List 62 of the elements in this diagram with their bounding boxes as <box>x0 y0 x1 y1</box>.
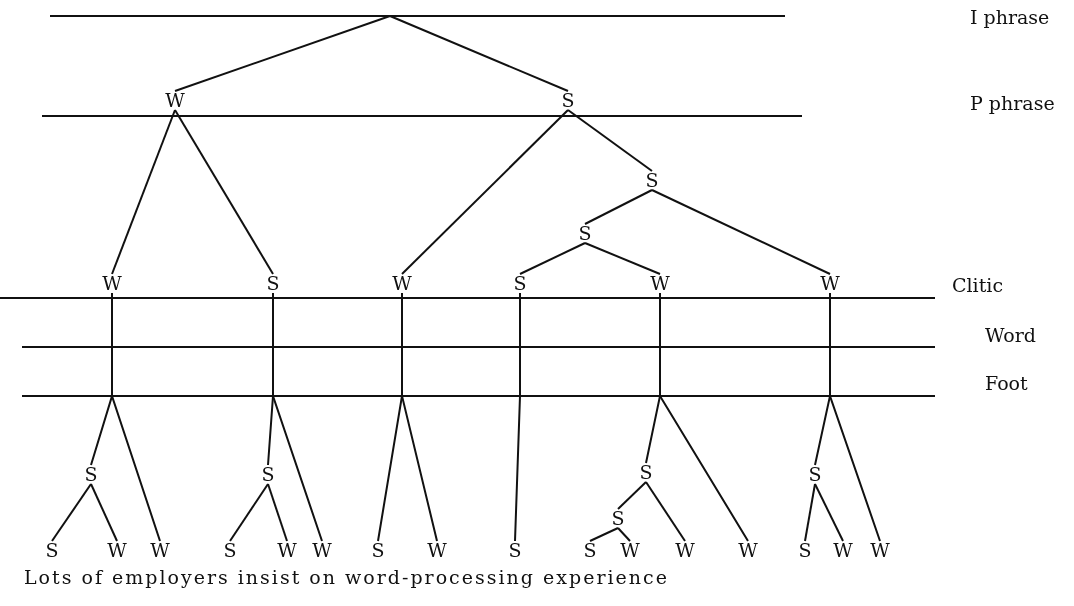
tree-node-label: S <box>580 540 600 560</box>
tree-node-label: W <box>392 273 412 293</box>
tree-branch <box>651 189 831 275</box>
tree-branch <box>514 292 521 542</box>
tree-node-label: W <box>107 540 127 560</box>
tree-node-label: W <box>102 273 122 293</box>
tree-node-label: S <box>805 464 825 484</box>
tree-branch <box>401 109 569 275</box>
level-name: Clitic <box>952 274 1004 296</box>
tree-branch <box>51 483 92 542</box>
tree-node-label: S <box>220 540 240 560</box>
tree-node-label: S <box>636 462 656 482</box>
tree-branch <box>584 242 661 275</box>
tree-node-label: W <box>427 540 447 560</box>
level-name: Foot <box>985 372 1028 394</box>
tree-branch <box>829 292 881 542</box>
example-sentence: Lots of employers insist on word-processing experience <box>24 566 669 588</box>
tree-branch <box>111 109 176 275</box>
tree-branch <box>174 109 274 275</box>
tree-node-label: W <box>675 540 695 560</box>
tree-node-label: W <box>277 540 297 560</box>
tree-branch <box>272 292 323 542</box>
tree-branch <box>111 292 161 542</box>
tree-node-label: W <box>820 273 840 293</box>
tree-branch <box>90 483 118 542</box>
tree-node-label: W <box>650 273 670 293</box>
tree-branch <box>589 527 619 542</box>
tree-node-label: W <box>150 540 170 560</box>
tree-node-label: S <box>510 273 530 293</box>
tree-node-label: W <box>165 90 185 110</box>
tree-node-label: S <box>608 508 628 528</box>
tree-node-label: W <box>870 540 890 560</box>
tree-node-label: S <box>505 540 525 560</box>
level-name: Word <box>985 324 1036 346</box>
tree-node-label: S <box>558 90 578 110</box>
tree-branch <box>617 481 647 510</box>
tree-node-label: W <box>738 540 758 560</box>
tree-branch <box>645 481 686 542</box>
level-name: I phrase <box>970 6 1050 28</box>
tree-node-label: S <box>642 170 662 190</box>
tree-node-label: W <box>833 540 853 560</box>
tree-node-label: W <box>620 540 640 560</box>
tree-branch <box>267 483 288 542</box>
tree-branch <box>401 292 438 542</box>
tree-branch <box>804 483 816 542</box>
tree-branch <box>617 527 631 542</box>
tree-branch <box>229 483 269 542</box>
tree-branch <box>174 15 391 92</box>
tree-node-label: S <box>263 273 283 293</box>
tree-branch <box>389 15 569 92</box>
tree-branch <box>584 189 653 225</box>
tree-node-label: S <box>575 223 595 243</box>
tree-node-label: S <box>81 464 101 484</box>
tree-node-label: S <box>258 464 278 484</box>
tree-branch <box>567 109 653 172</box>
tree-node-label: S <box>795 540 815 560</box>
tree-node-label: W <box>312 540 332 560</box>
level-name: P phrase <box>970 92 1055 114</box>
tree-branch <box>814 483 844 542</box>
tree-node-label: S <box>42 540 62 560</box>
tree-branch <box>519 242 586 275</box>
tree-node-label: S <box>368 540 388 560</box>
